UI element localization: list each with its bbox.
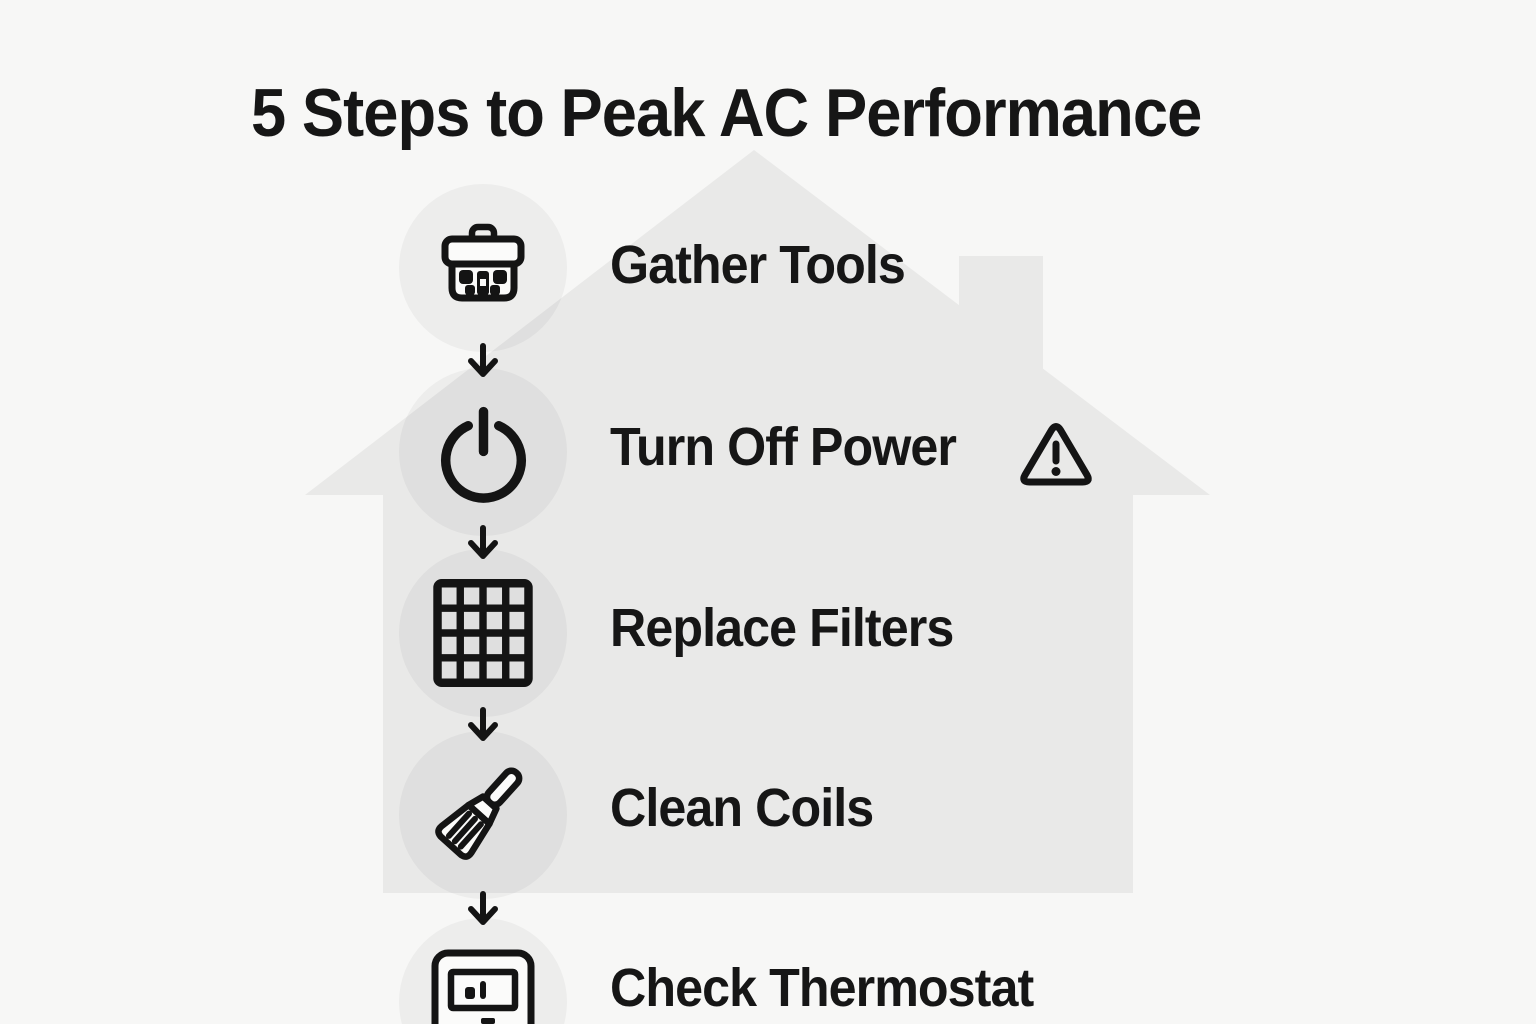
thermostat-icon (431, 949, 535, 1024)
filter-grid-icon (433, 579, 533, 687)
power-icon (441, 406, 526, 503)
step-label: Replace Filters (610, 598, 954, 658)
brush-icon (435, 767, 523, 860)
house-body (383, 494, 1133, 893)
house-chimney (959, 256, 1043, 416)
step-label: Clean Coils (610, 778, 874, 838)
down-arrow-icon (468, 343, 498, 377)
step-label: Check Thermostat (610, 958, 1034, 1018)
down-arrow-icon (468, 707, 498, 741)
down-arrow-icon (468, 891, 498, 925)
step-label: Turn Off Power (610, 417, 957, 477)
down-arrow-icon (468, 525, 498, 559)
step-label: Gather Tools (610, 235, 906, 295)
page-title: 5 Steps to Peak AC Performance (251, 75, 1202, 151)
warning-triangle-icon (1020, 423, 1092, 486)
toolbox-icon (441, 223, 525, 302)
